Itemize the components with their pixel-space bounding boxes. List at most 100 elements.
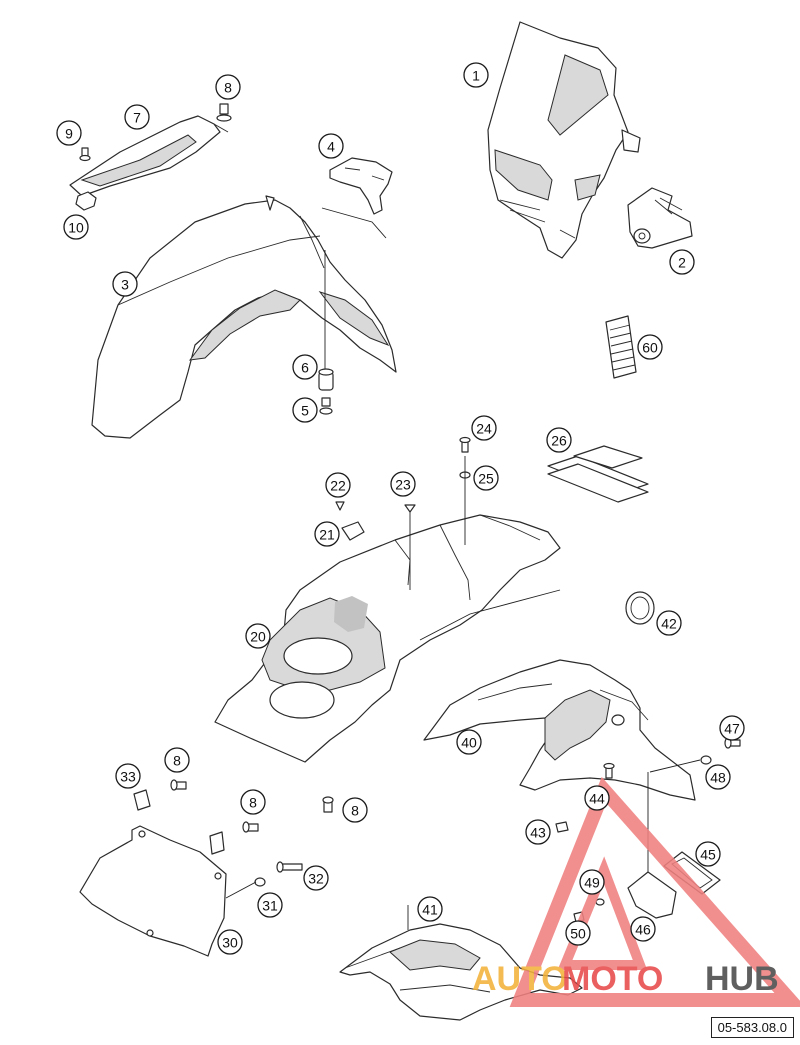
- svg-text:45: 45: [700, 847, 716, 863]
- callout-46: 46: [630, 916, 656, 942]
- callout-31: 31: [257, 892, 283, 918]
- number-plate-bracket: [329, 157, 393, 215]
- svg-text:31: 31: [262, 898, 278, 914]
- svg-text:25: 25: [478, 471, 494, 487]
- svg-text:32: 32: [308, 871, 324, 887]
- washer-31: [254, 877, 266, 887]
- callout-42: 42: [656, 610, 682, 636]
- callout-10: 10: [63, 214, 89, 240]
- callout-43: 43: [525, 819, 551, 845]
- nut-small: [75, 191, 97, 211]
- headlight-bracket: [627, 187, 693, 249]
- callout-23: 23: [390, 471, 416, 497]
- callout-49: 49: [579, 869, 605, 895]
- rear-side-panel: [214, 456, 561, 763]
- svg-text:20: 20: [250, 629, 266, 645]
- svg-text:41: 41: [422, 902, 438, 918]
- callout-24: 24: [471, 415, 497, 441]
- watermark-auto: AUTO: [472, 960, 568, 998]
- callout-3: 3: [112, 271, 138, 297]
- svg-text:30: 30: [222, 935, 238, 951]
- svg-text:22: 22: [330, 478, 346, 494]
- svg-text:26: 26: [551, 433, 567, 449]
- callout-8: 8: [342, 797, 368, 823]
- svg-text:40: 40: [461, 735, 477, 751]
- svg-text:9: 9: [65, 126, 73, 142]
- grommet: [625, 591, 655, 625]
- light-bracket: [627, 871, 677, 919]
- svg-text:8: 8: [351, 803, 359, 819]
- clip-nut-33a: [133, 789, 151, 811]
- watermark-moto: MOTO: [562, 960, 663, 998]
- svg-text:8: 8: [173, 753, 181, 769]
- headlight-mask: [487, 21, 641, 259]
- svg-text:2: 2: [678, 255, 686, 271]
- hardware-22: [335, 501, 345, 511]
- callout-6: 6: [292, 354, 318, 380]
- svg-text:21: 21: [319, 527, 335, 543]
- callout-5: 5: [292, 397, 318, 423]
- callout-50: 50: [565, 920, 591, 946]
- screw-8c: [242, 821, 259, 833]
- callout-20: 20: [245, 623, 271, 649]
- hardware-23: [404, 504, 416, 513]
- svg-text:4: 4: [327, 139, 335, 155]
- automotohub-watermark: AUTO MOTO HUB: [472, 776, 800, 1007]
- callout-1: 1: [463, 62, 489, 88]
- callout-2: 2: [669, 249, 695, 275]
- svg-text:5: 5: [301, 403, 309, 419]
- svg-text:44: 44: [589, 791, 605, 807]
- callout-30: 30: [217, 929, 243, 955]
- speed-nut-21: [341, 521, 365, 541]
- svg-text:48: 48: [710, 770, 726, 786]
- callout-41: 41: [417, 896, 443, 922]
- svg-text:10: 10: [68, 220, 84, 236]
- svg-text:24: 24: [476, 421, 492, 437]
- svg-text:23: 23: [395, 477, 411, 493]
- callout-22: 22: [325, 472, 351, 498]
- callout-8: 8: [215, 74, 241, 100]
- callout-4: 4: [318, 133, 344, 159]
- rear-fender-screw-44: [603, 762, 615, 779]
- callout-40: 40: [456, 729, 482, 755]
- number-plate-holder: [69, 115, 229, 197]
- svg-text:8: 8: [249, 795, 257, 811]
- callout-44: 44: [584, 785, 610, 811]
- air-filter-strip: [605, 315, 637, 379]
- callout-47: 47: [719, 715, 745, 741]
- rear-fender: [423, 659, 696, 801]
- callout-9: 9: [56, 120, 82, 146]
- svg-text:6: 6: [301, 360, 309, 376]
- svg-text:8: 8: [224, 80, 232, 96]
- svg-text:49: 49: [584, 875, 600, 891]
- bolt-32: [276, 861, 303, 873]
- adhesive-pads: [547, 445, 649, 503]
- callout-7: 7: [124, 104, 150, 130]
- washer-48: [700, 755, 712, 765]
- screw-small: [79, 147, 91, 162]
- callout-8: 8: [164, 747, 190, 773]
- nut-43: [555, 821, 569, 833]
- svg-text:42: 42: [661, 616, 677, 632]
- callout-33: 33: [115, 763, 141, 789]
- callout-45: 45: [695, 841, 721, 867]
- svg-text:60: 60: [642, 340, 658, 356]
- skid-plate: [79, 825, 227, 957]
- svg-text:47: 47: [724, 721, 740, 737]
- hardware-24: [459, 436, 471, 453]
- screw-top: [216, 103, 232, 122]
- callout-32: 32: [303, 865, 329, 891]
- screw-8b: [170, 779, 187, 791]
- clip-nut-33b: [209, 831, 225, 855]
- svg-text:3: 3: [121, 277, 129, 293]
- mud-flap-guard: [339, 905, 583, 1021]
- svg-text:1: 1: [472, 68, 480, 84]
- callout-48: 48: [705, 764, 731, 790]
- callout-21: 21: [314, 521, 340, 547]
- watermark-hub: HUB: [705, 960, 779, 998]
- svg-text:50: 50: [570, 926, 586, 942]
- fender-screw: [319, 397, 333, 415]
